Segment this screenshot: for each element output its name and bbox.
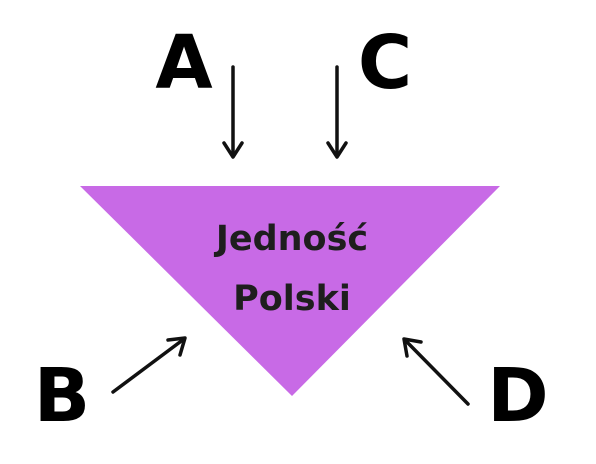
label-a: A <box>155 20 212 106</box>
label-c: C <box>358 20 412 106</box>
label-b: B <box>34 353 90 439</box>
arrow-d <box>402 337 470 406</box>
arrow-a <box>222 65 244 159</box>
center-text-line-2: Polski <box>233 279 351 319</box>
inverted-triangle <box>80 186 500 396</box>
label-d: D <box>487 353 548 439</box>
arrow-c <box>326 65 348 159</box>
arrow-b <box>111 336 187 394</box>
center-text-line-1: Jedność <box>214 219 368 259</box>
